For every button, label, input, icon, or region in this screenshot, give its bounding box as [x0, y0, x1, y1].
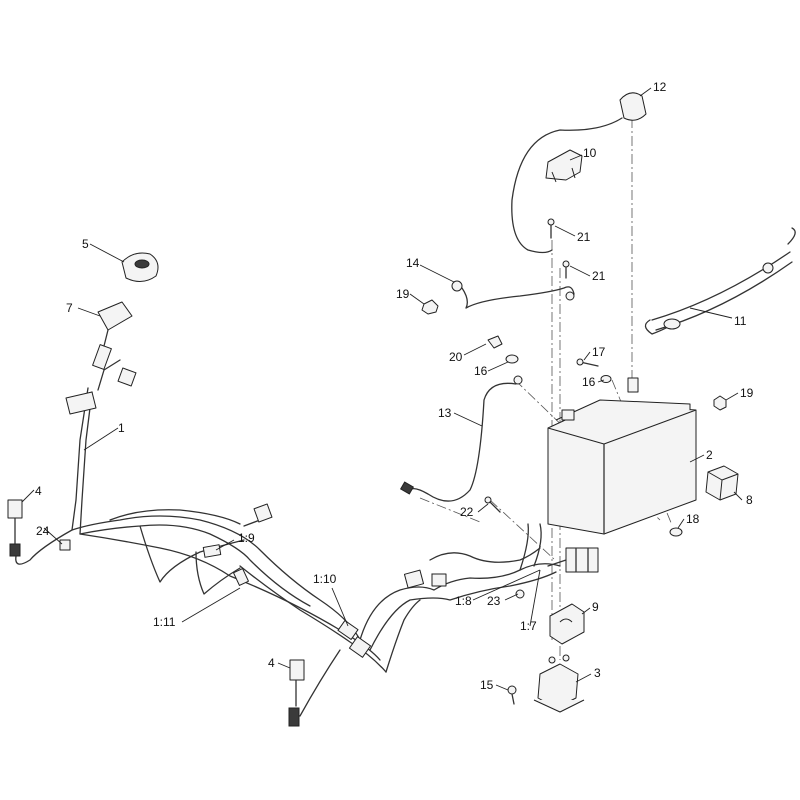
callout-21: 21 — [577, 230, 591, 244]
callout-16: 16 — [582, 375, 596, 389]
callout-7: 7 — [66, 301, 73, 315]
callout-14: 14 — [406, 256, 420, 270]
part-4-interlock-switch-lower — [288, 649, 341, 727]
part-11-battery-hold-down-rod — [644, 227, 796, 335]
part-5-ignition-switch — [121, 252, 159, 282]
callout-1-9: 1:9 — [238, 531, 255, 545]
callout-10: 10 — [583, 146, 597, 160]
callout-11: 11 — [734, 314, 747, 328]
callout-5: 5 — [82, 237, 89, 251]
callout-24: 24 — [36, 524, 50, 538]
part-20-clip — [487, 335, 503, 349]
callout-4: 4 — [268, 656, 275, 670]
callout-23: 23 — [487, 594, 501, 608]
part-15-screw — [507, 685, 517, 705]
part-7-switch — [97, 301, 133, 347]
callout-2: 2 — [706, 448, 713, 462]
part-4-interlock-switch-upper — [7, 499, 23, 557]
callout-3: 3 — [594, 666, 601, 680]
callout-4: 4 — [35, 484, 42, 498]
part-2-battery — [547, 377, 697, 535]
callout-1-10: 1:10 — [313, 572, 337, 586]
part-16-washer-left — [505, 354, 519, 364]
callout-8: 8 — [746, 493, 753, 507]
callout-1-8: 1:8 — [455, 594, 472, 608]
part-19-nut-right — [713, 395, 727, 411]
callout-1: 1 — [118, 421, 125, 435]
callout-19: 19 — [396, 287, 410, 301]
callout-1-11: 1:11 — [153, 615, 176, 629]
part-22-bolt — [484, 496, 501, 513]
part-23-bolt — [515, 589, 525, 599]
callout-15: 15 — [480, 678, 494, 692]
part-9-bracket — [549, 603, 585, 645]
callout-22: 22 — [460, 505, 474, 519]
part-24-clamp — [59, 539, 71, 551]
callout-17: 17 — [592, 345, 606, 359]
part-16-washer-right — [600, 375, 612, 383]
part-19-nut-left — [421, 299, 439, 315]
callout-12: 12 — [653, 80, 667, 94]
part-12-terminal-boot — [511, 92, 647, 254]
part-8-relay — [705, 465, 739, 501]
callout-18: 18 — [686, 512, 700, 526]
callout-21: 21 — [592, 269, 606, 283]
callout-13: 13 — [438, 406, 452, 420]
part-17-screw — [576, 358, 599, 367]
callout-16: 16 — [474, 364, 488, 378]
part-13-ground-cable — [399, 375, 523, 502]
callout-leader-lines — [21, 87, 743, 691]
callout-20: 20 — [449, 350, 463, 364]
part-18-fuse — [669, 527, 683, 537]
callout-9: 9 — [592, 600, 599, 614]
part-1-main-wire-harness — [15, 344, 599, 673]
part-3-starter-solenoid — [533, 654, 585, 713]
part-14-battery-cable — [451, 280, 575, 309]
callout-19: 19 — [740, 386, 754, 400]
callout-1-7: 1:7 — [520, 619, 537, 633]
part-10-terminal-cover — [545, 149, 583, 183]
part-21-bolts — [547, 218, 570, 279]
callout-labels: 12 10 21 21 14 19 11 5 7 20 16 17 16 19 … — [35, 80, 754, 692]
